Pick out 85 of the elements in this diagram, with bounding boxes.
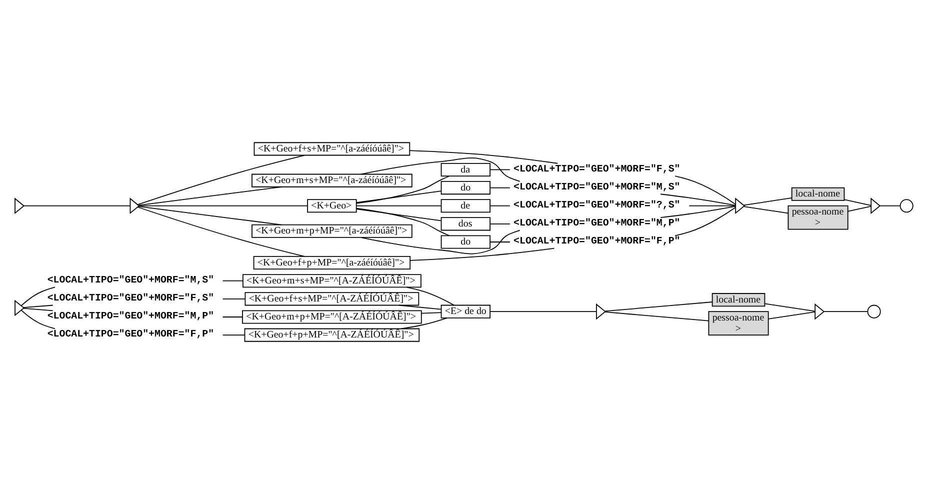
node-box: <K+Geo+f+p+MP="^[A-ZÁÉÍÓÚÂÊ]"> [244, 328, 420, 342]
node-box: do [440, 234, 490, 248]
node-box: pessoa-nome > [788, 204, 848, 230]
connector [880, 204, 900, 206]
node-box: <K+Geo+f+s+MP="^[A-ZÁÉÍÓÚÂÊ]"> [244, 292, 420, 306]
connector [356, 190, 442, 203]
connector [490, 204, 510, 206]
node-triangle [870, 197, 881, 214]
connector [604, 301, 713, 312]
node-text: <LOCAL+TIPO="GEO"+MORF="M,P" [514, 217, 680, 228]
node-text: <LOCAL+TIPO="GEO"+MORF="M,P" [47, 310, 214, 322]
node-box: <K+Geo> [307, 198, 357, 212]
node-box: <K+Geo+m+s+MP="^[a-záéíóúâê]"> [252, 173, 412, 187]
node-circle [867, 304, 881, 318]
connector [823, 310, 868, 312]
connector [24, 204, 131, 206]
node-triangle [14, 197, 25, 214]
connector [490, 241, 510, 242]
connector [660, 205, 736, 218]
node-text: <LOCAL+TIPO="GEO"+MORF="M,S" [47, 274, 214, 285]
connector [660, 193, 736, 206]
connector [23, 307, 54, 311]
connector [490, 222, 510, 224]
node-box: <K+Geo+m+s+MP="^[A-ZÁÉÍÓÚÂÊ]"> [242, 274, 422, 288]
connector [604, 311, 710, 321]
connector [674, 175, 736, 204]
connector [23, 304, 54, 308]
connector [490, 310, 597, 312]
connector [844, 198, 872, 206]
connector [744, 197, 792, 206]
node-box: pessoa-nome > [708, 310, 769, 336]
connector [688, 204, 736, 206]
connector [138, 186, 282, 206]
connector [138, 204, 308, 206]
connector [360, 156, 520, 182]
connector [222, 334, 246, 336]
connector [356, 175, 450, 204]
connector [406, 286, 455, 306]
connector [360, 229, 520, 254]
node-box: dos [440, 216, 490, 230]
connector [490, 168, 510, 170]
node-box: local-nome [712, 292, 766, 306]
connector [222, 280, 244, 281]
node-text: <LOCAL+TIPO="GEO"+MORF="F,P" [514, 235, 680, 246]
connector [490, 186, 510, 188]
connector [410, 247, 555, 260]
connector [768, 310, 816, 319]
connector [398, 304, 442, 310]
node-text: <LOCAL+TIPO="GEO"+MORF="F,S" [514, 162, 680, 174]
node-box: da [440, 162, 490, 176]
node-box: local-nome [791, 186, 845, 200]
connector [222, 316, 243, 317]
node-box: <K+Geo+m+p+MP="^[a-záéíóúâê]"> [252, 224, 412, 238]
node-box: <K+Geo+f+s+MP="^[a-záéíóúâê]"> [254, 142, 410, 156]
connector [356, 204, 442, 206]
connector [421, 312, 442, 314]
connector [400, 317, 448, 329]
connector [137, 154, 306, 205]
node-triangle [14, 299, 25, 316]
node-text: <LOCAL+TIPO="GEO"+MORF="F,P" [47, 328, 214, 340]
node-triangle [596, 302, 606, 320]
node-box: <E> de do [440, 304, 490, 318]
node-box: de [440, 198, 490, 212]
node-text: <LOCAL+TIPO="GEO"+MORF="M,S" [514, 180, 680, 192]
connector [20, 309, 56, 329]
connector [137, 206, 306, 256]
node-box: <K+Geo+f+p+MP="^[a-záéíóúâê]"> [253, 256, 411, 270]
connector [764, 302, 816, 312]
connector [20, 286, 56, 306]
node-triangle [130, 197, 140, 214]
connector [744, 206, 788, 214]
connector [222, 298, 246, 299]
node-circle [900, 198, 914, 212]
connector [356, 208, 442, 221]
node-box: do [440, 180, 490, 194]
connector [848, 205, 872, 212]
node-triangle [735, 197, 746, 214]
node-triangle [814, 302, 825, 320]
connector [674, 206, 736, 236]
connector [138, 205, 282, 225]
connector [356, 207, 450, 236]
node-text: <LOCAL+TIPO="GEO"+MORF="?,S" [514, 198, 680, 210]
node-text: <LOCAL+TIPO="GEO"+MORF="F,S" [47, 292, 214, 304]
connector [409, 150, 558, 164]
node-box: <K+Geo+m+p+MP="^[A-ZÁÉÍÓÚÂÊ]"> [242, 310, 422, 324]
